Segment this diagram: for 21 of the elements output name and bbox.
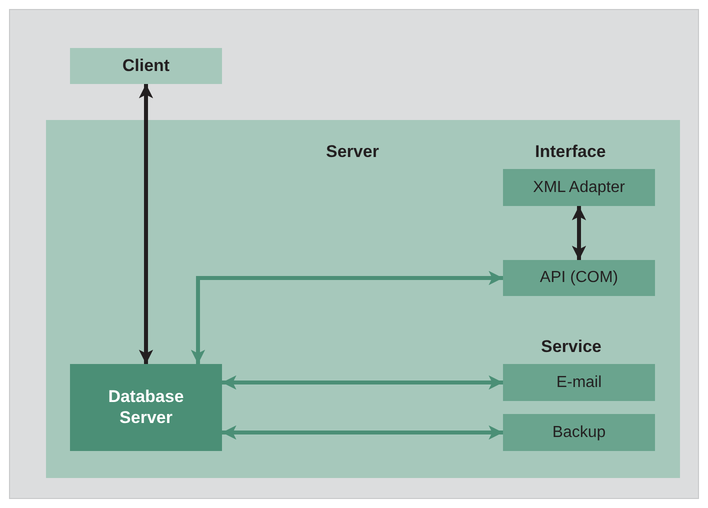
arrow: [222, 425, 503, 440]
node-label: API (COM): [540, 268, 618, 288]
backup-box: [503, 414, 655, 451]
api-box: [503, 260, 655, 296]
server-panel: [46, 120, 680, 478]
panel-heading: Server: [326, 142, 379, 162]
adapter-box: [503, 169, 655, 206]
node-label: Client: [122, 56, 170, 76]
arrow: [222, 375, 503, 390]
database-box: [70, 364, 222, 451]
client-box: [70, 48, 222, 84]
arrow: [572, 206, 586, 260]
group-heading: Service: [541, 337, 602, 357]
arrow: [138, 84, 154, 364]
group-heading: Interface: [535, 142, 606, 162]
node-label: E-mail: [556, 372, 602, 392]
node-label: XML Adapter: [533, 178, 625, 198]
node-label: Backup: [552, 422, 606, 442]
arrow: [190, 270, 503, 364]
node-label: Database Server: [107, 387, 185, 428]
email-box: [503, 364, 655, 401]
